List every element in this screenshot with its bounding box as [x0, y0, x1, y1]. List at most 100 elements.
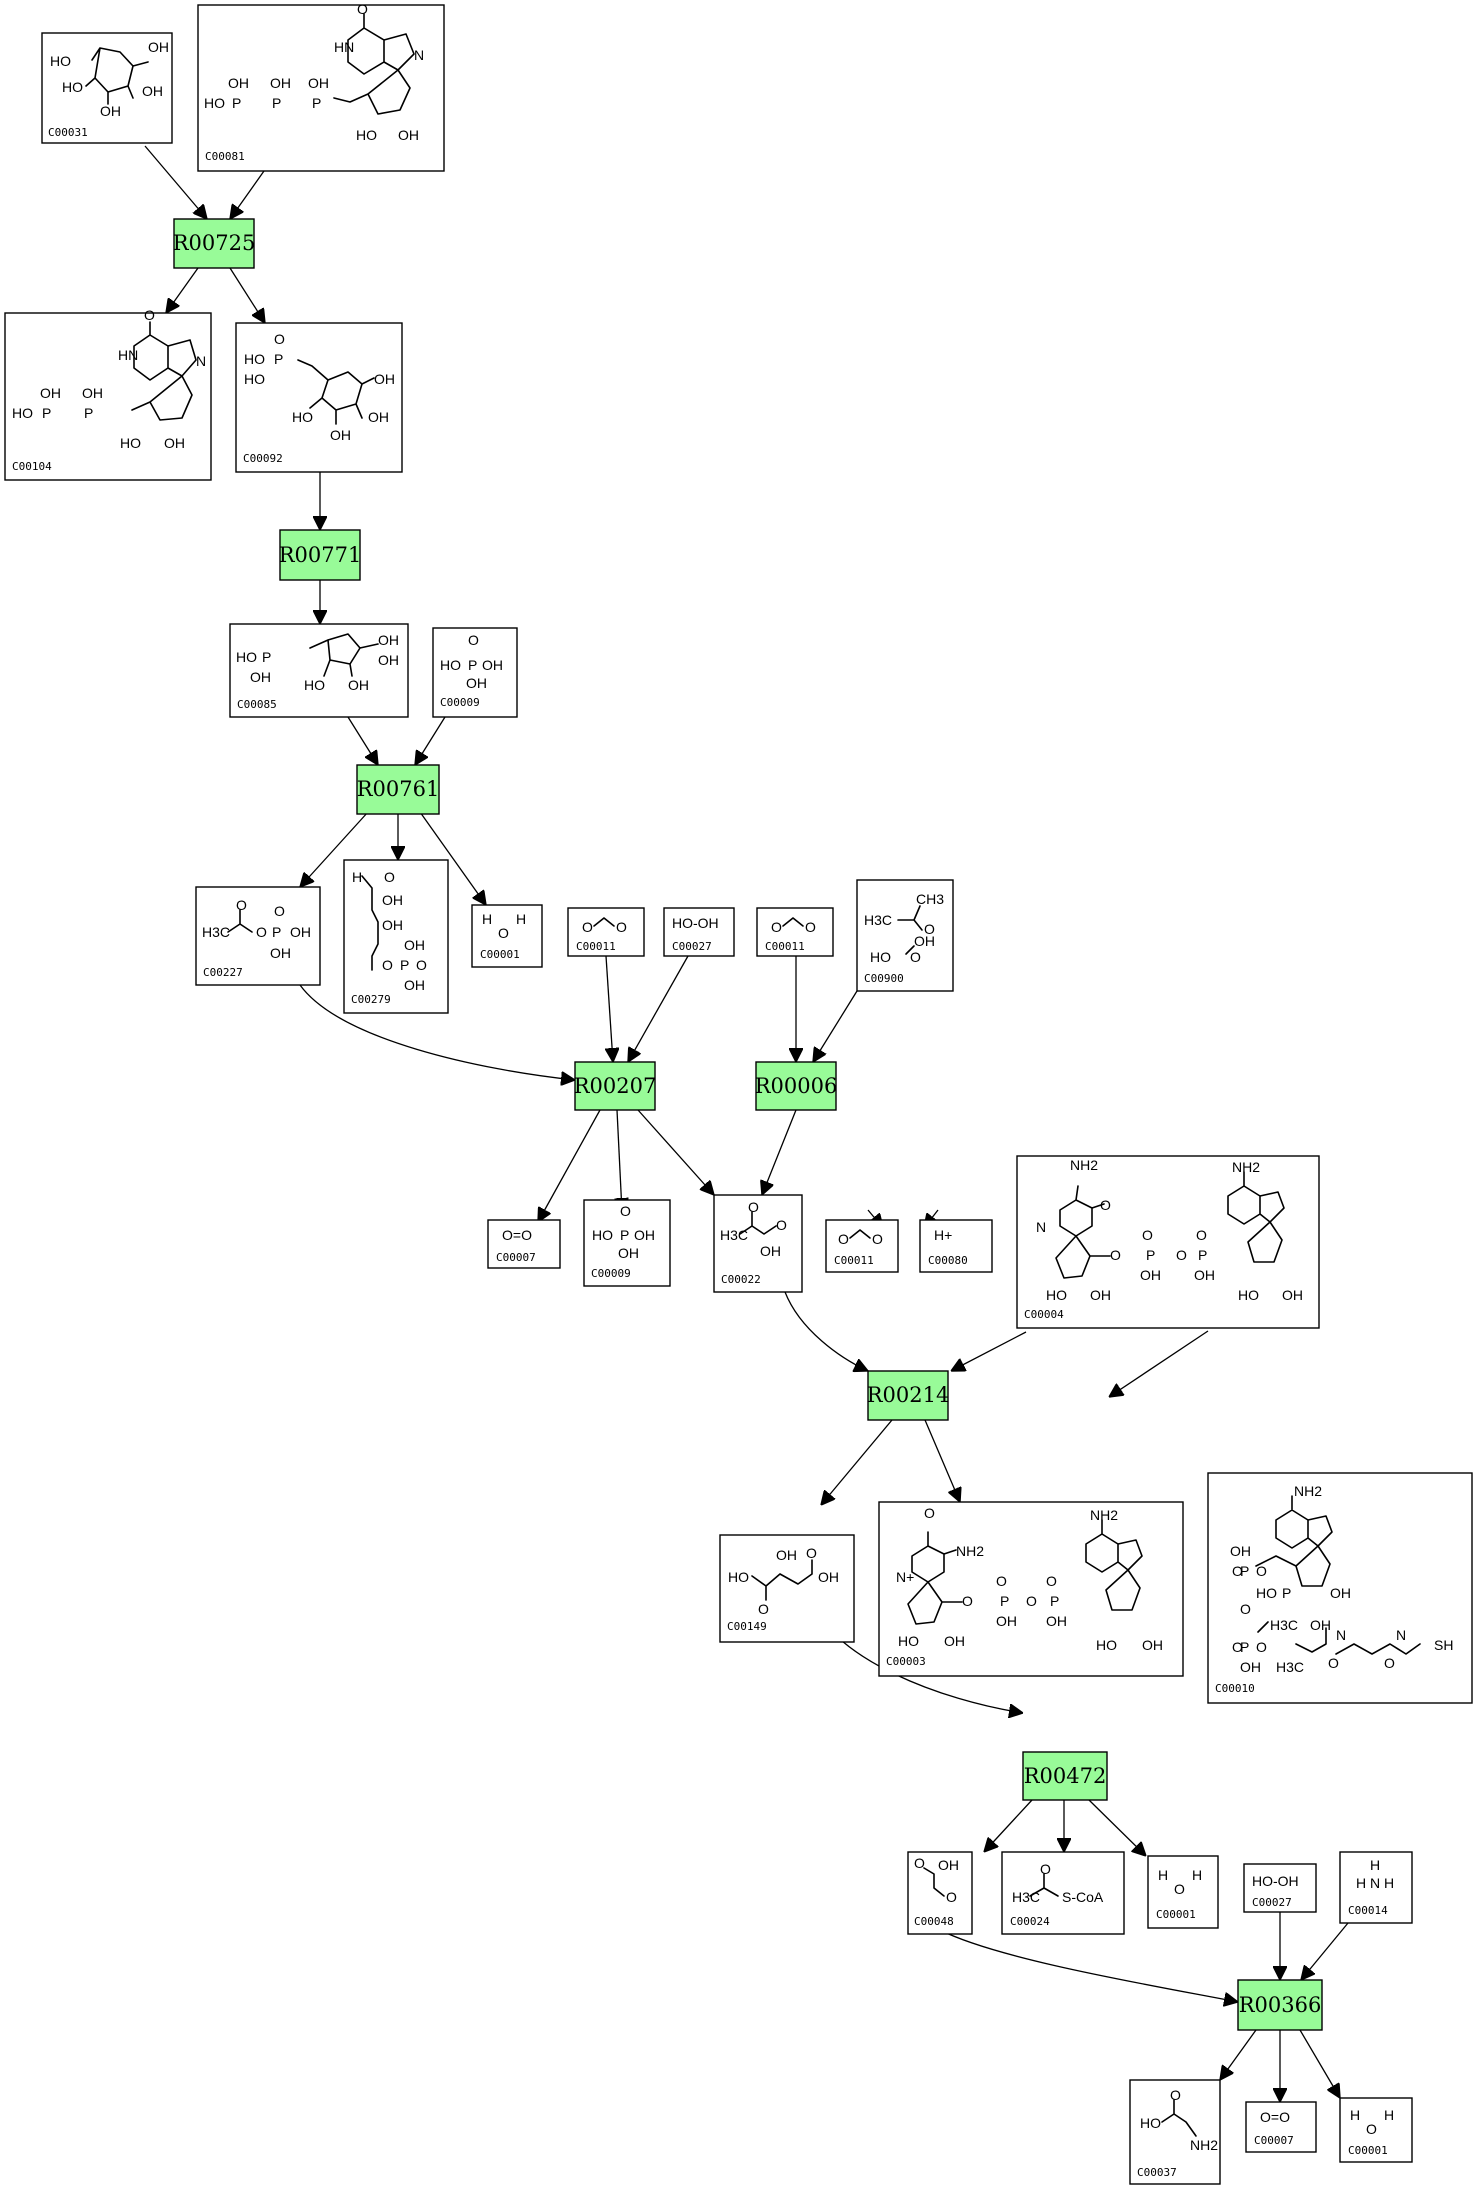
- compound-C00011[interactable]: O O C00011: [756, 907, 834, 957]
- reaction-label: R00725: [173, 231, 256, 255]
- structure-water: H O H: [1350, 2107, 1394, 2137]
- edge: [628, 955, 689, 1062]
- structure-coenzyme-a: NH2 OH O P O HO P OH O O P O OH H3C H3C …: [1230, 1483, 1453, 1675]
- svg-text:O: O: [914, 1855, 925, 1871]
- compound-C00001[interactable]: H O H C00001: [1147, 1855, 1219, 1929]
- svg-text:HO: HO: [244, 371, 265, 387]
- svg-text:OH: OH: [270, 945, 291, 961]
- svg-text:O: O: [1366, 2121, 1377, 2137]
- svg-text:O: O: [498, 925, 509, 941]
- compound-label: C00081: [205, 150, 245, 163]
- edge: [347, 716, 378, 765]
- svg-text:P: P: [400, 957, 409, 973]
- svg-text:O: O: [1232, 1563, 1243, 1579]
- compound-C00009[interactable]: O P HO OH OH C00009: [583, 1199, 671, 1287]
- compound-C00227[interactable]: H3C O O P OH O OH C00227: [195, 886, 321, 986]
- compound-C00104[interactable]: O HN N HO OH HO P P OH OH C00104: [4, 307, 212, 481]
- edge: [1220, 2029, 1257, 2080]
- svg-text:OH: OH: [308, 75, 329, 91]
- compound-C00007[interactable]: O=O C00007: [487, 1219, 561, 1269]
- compound-C00004[interactable]: NH2 O N HO OH O P O P O O OH OH NH2 HO O…: [1016, 1155, 1320, 1329]
- svg-text:OH: OH: [1310, 1617, 1331, 1633]
- svg-text:O: O: [748, 1199, 759, 1215]
- reaction-R00006[interactable]: R00006: [755, 1061, 838, 1111]
- reaction-R00725[interactable]: R00725: [173, 218, 256, 269]
- svg-text:P: P: [42, 405, 51, 421]
- svg-text:OH: OH: [776, 1547, 797, 1563]
- svg-text:N: N: [1336, 1627, 1346, 1643]
- svg-text:N: N: [196, 353, 206, 369]
- compound-C00279[interactable]: H O OH OH O P O OH OH C00279: [343, 859, 449, 1014]
- svg-text:O: O: [1240, 1601, 1251, 1617]
- svg-text:OH: OH: [1142, 1637, 1163, 1653]
- svg-text:O: O: [416, 957, 427, 973]
- svg-text:H3C: H3C: [1270, 1617, 1298, 1633]
- compound-C00001[interactable]: H O H C00001: [471, 904, 543, 968]
- reaction-R00771[interactable]: R00771: [279, 529, 362, 581]
- compound-C00085[interactable]: HO P OH OH HO OH OH C00085: [229, 623, 409, 718]
- reaction-R00366[interactable]: R00366: [1237, 1979, 1323, 2031]
- svg-text:OH: OH: [914, 933, 935, 949]
- compound-C00149[interactable]: HO OH O OH O C00149: [719, 1534, 855, 1643]
- compound-C00037[interactable]: HO O NH2 C00037: [1129, 2079, 1221, 2185]
- svg-text:OH: OH: [996, 1613, 1017, 1629]
- reaction-R00207[interactable]: R00207: [574, 1061, 657, 1111]
- svg-text:O: O: [236, 897, 247, 913]
- compound-C00048[interactable]: O OH O C00048: [907, 1851, 973, 1935]
- svg-text:OH: OH: [368, 409, 389, 425]
- structure-ammonia: H H N H: [1356, 1857, 1394, 1891]
- reaction-R00472[interactable]: R00472: [1022, 1751, 1108, 1801]
- structure-pyruvate: H3C O O OH: [720, 1199, 787, 1259]
- compound-C00031[interactable]: HO OH HO OH OH C00031: [41, 32, 173, 144]
- svg-text:P: P: [1050, 1593, 1059, 1609]
- compound-label: C00010: [1215, 1682, 1255, 1695]
- reaction-R00214[interactable]: R00214: [867, 1370, 950, 1421]
- svg-text:OH: OH: [1330, 1585, 1351, 1601]
- compound-C00027[interactable]: HO-OH C00027: [663, 907, 735, 957]
- compound-C00001[interactable]: H O H C00001: [1339, 2097, 1413, 2163]
- reaction-R00761[interactable]: R00761: [356, 764, 440, 815]
- compound-label: C00279: [351, 993, 391, 1006]
- edge: [939, 1929, 1238, 2002]
- svg-text:P: P: [1240, 1639, 1249, 1655]
- compound-C00014[interactable]: H H N H C00014: [1339, 1851, 1413, 1924]
- svg-text:O: O: [384, 869, 395, 885]
- svg-text:OH: OH: [938, 1857, 959, 1873]
- reaction-label: R00214: [867, 1383, 950, 1407]
- compound-C00022[interactable]: H3C O O OH C00022: [713, 1194, 803, 1293]
- compound-C00011[interactable]: O O C00011: [825, 1219, 899, 1273]
- edge: [924, 1419, 960, 1502]
- edge: [813, 990, 858, 1062]
- svg-text:HO: HO: [1238, 1287, 1259, 1303]
- compound-C00007[interactable]: O=O C00007: [1245, 2101, 1317, 2153]
- edge: [951, 1331, 1027, 1371]
- svg-text:O: O: [274, 903, 285, 919]
- svg-text:P: P: [84, 405, 93, 421]
- compound-C00010[interactable]: NH2 OH O P O HO P OH O O P O OH H3C H3C …: [1207, 1472, 1473, 1704]
- svg-text:HO: HO: [1140, 2115, 1161, 2131]
- svg-text:O: O: [924, 921, 935, 937]
- svg-text:O: O: [962, 1593, 973, 1609]
- structure-phosphate: O P HO OH OH: [440, 632, 503, 691]
- svg-text:H3C: H3C: [1276, 1659, 1304, 1675]
- compound-C00024[interactable]: H3C O S-CoA C00024: [1001, 1851, 1125, 1935]
- svg-text:O: O: [838, 1231, 849, 1247]
- compound-C00003[interactable]: O NH2 N+ HO OH O P O P O O OH OH NH2 HO …: [878, 1501, 1184, 1677]
- compound-C00080[interactable]: H+ C00080: [919, 1219, 993, 1273]
- svg-text:O: O: [1256, 1639, 1267, 1655]
- compound-C00081[interactable]: O HN N HO OH HO P P P OH OH OH C00081: [197, 1, 445, 172]
- compound-C00092[interactable]: HO P O HO OH HO OH OH C00092: [235, 322, 403, 473]
- svg-text:O: O: [1100, 1197, 1111, 1213]
- structure-nucleotide-triphosphate: O HN N HO OH HO P P P OH OH OH: [204, 1, 424, 143]
- compound-C00027[interactable]: HO-OH C00027: [1243, 1863, 1317, 1913]
- compound-label: C00009: [591, 1267, 631, 1280]
- svg-text:NH2: NH2: [1190, 2137, 1218, 2153]
- svg-text:HO: HO: [870, 949, 891, 965]
- compound-C00011[interactable]: O O C00011: [567, 907, 645, 957]
- svg-text:OH: OH: [482, 657, 503, 673]
- svg-text:SH: SH: [1434, 1637, 1453, 1653]
- compound-C00900[interactable]: CH3 H3C O OH HO O C00900: [856, 879, 954, 992]
- compound-C00009[interactable]: O P HO OH OH C00009: [432, 627, 518, 718]
- svg-text:O: O: [1176, 1247, 1187, 1263]
- compound-label: C00007: [496, 1251, 536, 1264]
